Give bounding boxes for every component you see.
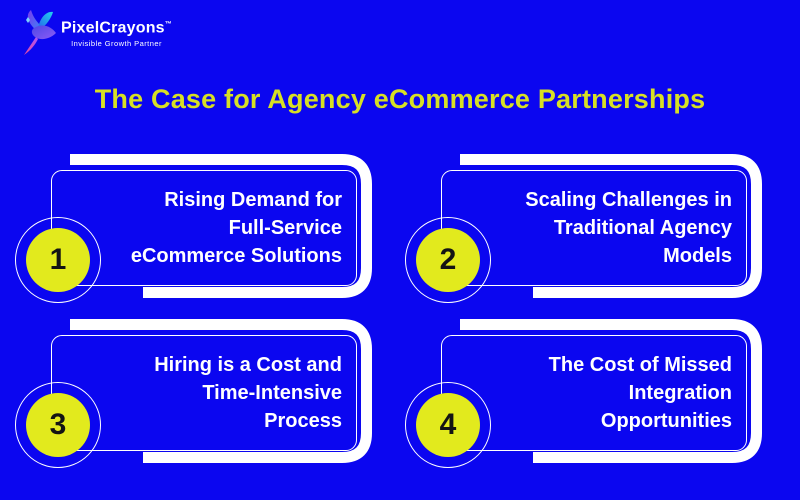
card-2-text: Scaling Challenges in Traditional Agency… [525,189,732,267]
card-2-panel: Scaling Challenges in Traditional Agency… [441,170,747,286]
card-accent-bracket [460,319,762,463]
card-accent-bracket [70,319,372,463]
card-1-text: Rising Demand for Full-Service eCommerce… [130,189,342,267]
card-accent-bracket [460,154,762,298]
card-accent-bracket [70,154,372,298]
card-3-number-ring [15,382,101,468]
card-4-number-badge: 4 [416,393,480,457]
trademark-symbol: ™ [164,20,172,28]
card-1-number-badge: 1 [26,228,90,292]
card-3-panel: Hiring is a Cost and Time-Intensive Proc… [51,335,357,451]
brand-logo: PixelCrayons™ Invisible Growth Partner [22,8,172,56]
brand-name: PixelCrayons™ [61,19,172,37]
card-3: Hiring is a Cost and Time-Intensive Proc… [15,319,372,468]
card-1-number-ring [15,217,101,303]
card-4-text: The Cost of Missed Integration Opportuni… [548,354,732,432]
card-2-number-ring [405,217,491,303]
logo-text-block: PixelCrayons™ Invisible Growth Partner [61,16,172,48]
card-4-number-ring [405,382,491,468]
card-3-text: Hiring is a Cost and Time-Intensive Proc… [154,354,342,432]
card-1: Rising Demand for Full-Service eCommerce… [15,154,372,303]
card-3-number-badge: 3 [26,393,90,457]
card-2-number-badge: 2 [416,228,480,292]
hummingbird-logo-icon [24,10,56,55]
card-2: Scaling Challenges in Traditional Agency… [405,154,762,303]
brand-tagline: Invisible Growth Partner [71,39,162,49]
page-title: The Case for Agency eCommerce Partnershi… [94,84,706,114]
card-4: The Cost of Missed Integration Opportuni… [405,319,762,468]
card-4-panel: The Cost of Missed Integration Opportuni… [441,335,747,451]
